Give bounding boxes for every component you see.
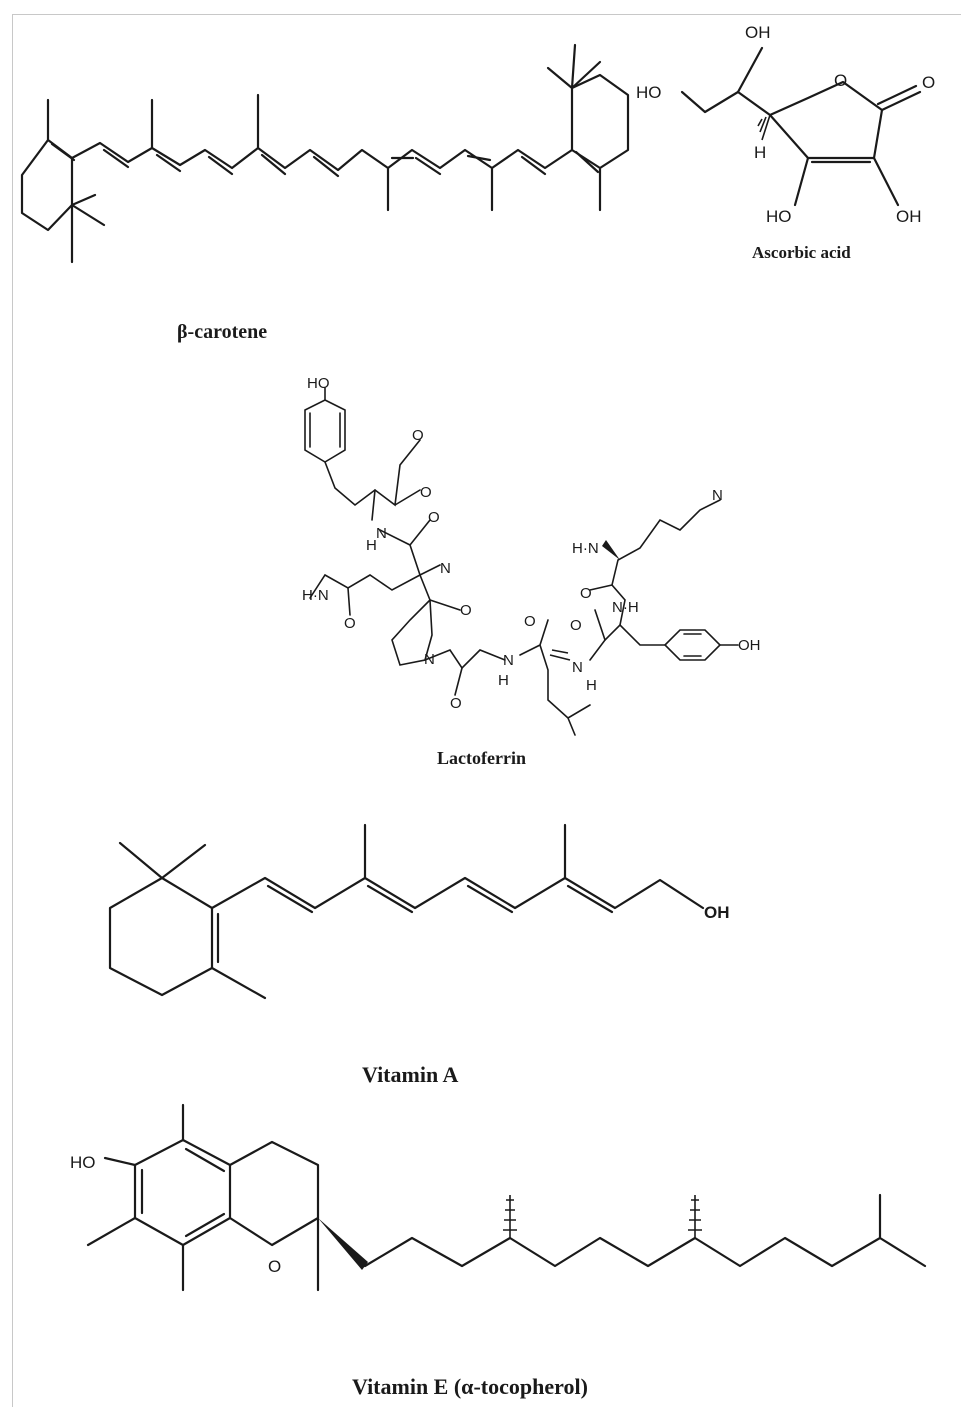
- vitamin-a-oh-label: OH: [704, 903, 730, 922]
- vitamin-e-structure: [86, 1103, 927, 1292]
- lacto-n-2-label: N: [440, 560, 451, 577]
- lacto-carbonyl-o-5-label: O: [570, 617, 582, 634]
- lactoferrin-caption: Lactoferrin: [437, 748, 526, 768]
- ascorbic-ring-o-label: O: [834, 71, 847, 90]
- ascorbic-oh-top-label: OH: [745, 23, 771, 42]
- lactoferrin-structure: [304, 387, 739, 736]
- lacto-lys-h2n-label: H·N: [572, 540, 599, 557]
- lacto-amide-h2n-label: H·N: [302, 587, 329, 604]
- lacto-nh-5-label: N·H: [612, 599, 639, 616]
- lacto-carbonyl-o-6-label: O: [580, 585, 592, 602]
- lacto-carbonyl-o-4-label: O: [524, 613, 536, 630]
- beta-carotene-caption: β-carotene: [177, 321, 267, 343]
- vitamin-e-ring-o-label: O: [268, 1257, 281, 1276]
- lacto-n-3-label: N: [503, 652, 514, 669]
- lacto-ester-o-label: O: [412, 427, 424, 444]
- lacto-ester-carbonyl-o-label: O: [420, 484, 432, 501]
- lacto-lys-nh2-label: N: [712, 487, 723, 504]
- ascorbic-h-label: H: [754, 143, 766, 162]
- lacto-oh-right-label: OH: [738, 637, 761, 654]
- lacto-amide-o-label: O: [344, 615, 356, 632]
- ascorbic-carbonyl-o-label: O: [922, 73, 935, 92]
- vitamin-a-structure: [108, 823, 705, 1000]
- lacto-nh-3-label: H: [498, 672, 509, 689]
- lacto-n-1-label: N: [376, 525, 387, 542]
- figure-frame: [12, 14, 961, 1407]
- ascorbic-ho-bottom-label: HO: [766, 207, 792, 226]
- lacto-n-4-label: N: [572, 659, 583, 676]
- ascorbic-oh-bottom-label: OH: [896, 207, 922, 226]
- ascorbic-acid-structure: [680, 46, 922, 207]
- vitamin-e-caption: Vitamin E (α-tocopherol): [352, 1374, 588, 1399]
- lacto-nh-4-label: H: [586, 677, 597, 694]
- lacto-pro-n-label: N: [424, 651, 435, 668]
- lacto-ho-top-label: HO: [307, 375, 330, 392]
- ascorbic-acid-caption: Ascorbic acid: [752, 243, 851, 262]
- vitamin-e-ho-label: HO: [70, 1153, 96, 1172]
- ascorbic-ho-left-label: HO: [636, 83, 662, 102]
- beta-carotene-structure: [20, 43, 630, 264]
- lacto-carbonyl-o-3-label: O: [450, 695, 462, 712]
- lacto-carbonyl-o-2-label: O: [460, 602, 472, 619]
- vitamin-a-caption: Vitamin A: [362, 1062, 458, 1087]
- lacto-carbonyl-o-1-label: O: [428, 509, 440, 526]
- lacto-nh-1-label: H: [366, 537, 377, 554]
